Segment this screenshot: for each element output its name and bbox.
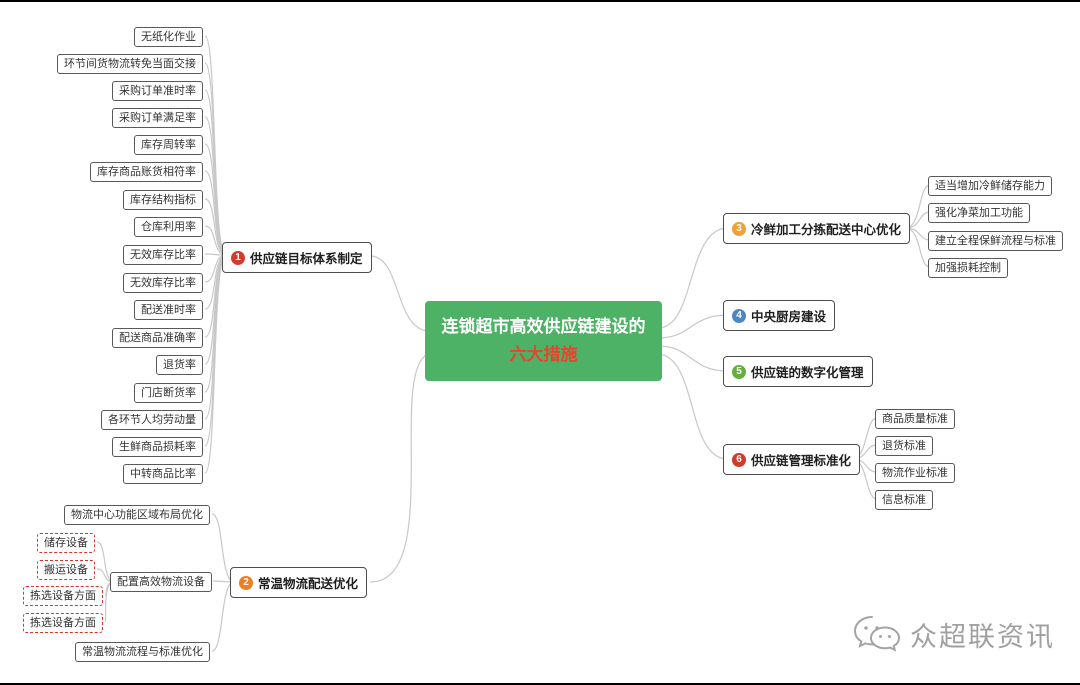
- node-loss-control[interactable]: 加强损耗控制: [928, 258, 1008, 278]
- branch-node-ambient-logistics[interactable]: 2 常温物流配送优化: [230, 567, 368, 598]
- node-logistics-standards[interactable]: 物流作业标准: [875, 463, 955, 483]
- metric-node-inventory-turnover[interactable]: 库存周转率: [134, 135, 203, 155]
- branch-label-4: 中央厨房建设: [751, 310, 827, 324]
- node-return-standards[interactable]: 退货标准: [875, 436, 933, 456]
- metric-node-labor-per-capita[interactable]: 各环节人均劳动量: [101, 410, 203, 430]
- metric-node-transit-goods-ratio[interactable]: 中转商品比率: [123, 464, 203, 484]
- branch-number-badge-4: 4: [732, 308, 746, 323]
- metric-node-paperless[interactable]: 无纸化作业: [134, 27, 203, 47]
- branch-label-3: 冷鲜加工分拣配送中心优化: [751, 223, 902, 237]
- node-storage-equipment[interactable]: 储存设备: [37, 533, 95, 553]
- metric-node-po-ontime[interactable]: 采购订单准时率: [112, 81, 203, 101]
- metric-node-dead-stock-ratio-a[interactable]: 无效库存比率: [123, 245, 203, 265]
- branch-node-central-kitchen[interactable]: 4 中央厨房建设: [723, 300, 836, 331]
- node-info-standards[interactable]: 信息标准: [875, 490, 933, 510]
- node-increase-cold-storage[interactable]: 适当增加冷鲜储存能力: [928, 176, 1052, 196]
- branch-label-6: 供应链管理标准化: [751, 454, 852, 468]
- branch-number-badge-1: 1: [231, 250, 245, 265]
- metric-node-stockout-rate[interactable]: 门店断货率: [134, 383, 203, 403]
- node-handling-equipment[interactable]: 搬运设备: [37, 560, 95, 580]
- metric-node-handover-free[interactable]: 环节间货物流转免当面交接: [57, 54, 203, 74]
- branch-label-1: 供应链目标体系制定: [250, 252, 363, 266]
- branch-label-5: 供应链的数字化管理: [751, 366, 864, 380]
- metric-node-dead-stock-ratio-b[interactable]: 无效库存比率: [123, 273, 203, 293]
- central-topic-node[interactable]: 连锁超市高效供应链建设的 六大措施: [425, 301, 662, 381]
- branch-node-cold-fresh-center[interactable]: 3 冷鲜加工分拣配送中心优化: [723, 213, 911, 244]
- branch-node-digital-management[interactable]: 5 供应链的数字化管理: [723, 356, 873, 387]
- watermark-text: 众超联资讯: [910, 621, 1055, 652]
- metric-node-return-rate[interactable]: 退货率: [156, 355, 203, 375]
- chat-bubbles-icon: [853, 616, 901, 652]
- metric-node-po-fulfillment[interactable]: 采购订单满足率: [112, 108, 203, 128]
- node-logistics-center-layout[interactable]: 物流中心功能区域布局优化: [64, 505, 210, 525]
- metric-node-stock-structure[interactable]: 库存结构指标: [123, 190, 203, 210]
- branch-number-badge-6: 6: [732, 452, 746, 467]
- node-freshness-process-standard[interactable]: 建立全程保鲜流程与标准: [928, 231, 1063, 251]
- branch-label-2: 常温物流配送优化: [258, 577, 359, 591]
- node-efficient-equipment[interactable]: 配置高效物流设备: [110, 572, 212, 592]
- node-picking-equipment-a[interactable]: 拣选设备方面: [23, 586, 103, 606]
- central-topic-line2: 六大措施: [509, 345, 578, 364]
- metric-node-fresh-loss-rate[interactable]: 生鲜商品损耗率: [112, 437, 203, 457]
- central-topic-line1: 连锁超市高效供应链建设的: [441, 316, 646, 336]
- center-branch-connectors: [369, 227, 729, 583]
- branch-number-badge-2: 2: [239, 575, 253, 590]
- metric-node-delivery-ontime[interactable]: 配送准时率: [134, 300, 203, 320]
- metric-node-delivery-accuracy[interactable]: 配送商品准确率: [112, 328, 203, 348]
- node-quality-standards[interactable]: 商品质量标准: [875, 409, 955, 429]
- node-ambient-process-standards[interactable]: 常温物流流程与标准优化: [75, 642, 210, 662]
- node-clean-veg-processing[interactable]: 强化净菜加工功能: [928, 203, 1030, 223]
- branch-number-badge-5: 5: [732, 364, 746, 379]
- branch-number-badge-3: 3: [732, 221, 746, 236]
- metric-node-warehouse-usage[interactable]: 仓库利用率: [134, 217, 203, 237]
- branch-node-supply-chain-targets[interactable]: 1 供应链目标体系制定: [222, 242, 372, 273]
- node-picking-equipment-b[interactable]: 拣选设备方面: [23, 613, 103, 633]
- watermark: 众超联资讯: [852, 614, 1055, 654]
- branch-node-standardization[interactable]: 6 供应链管理标准化: [723, 444, 861, 475]
- metric-node-stock-record-match[interactable]: 库存商品账货相符率: [90, 162, 203, 182]
